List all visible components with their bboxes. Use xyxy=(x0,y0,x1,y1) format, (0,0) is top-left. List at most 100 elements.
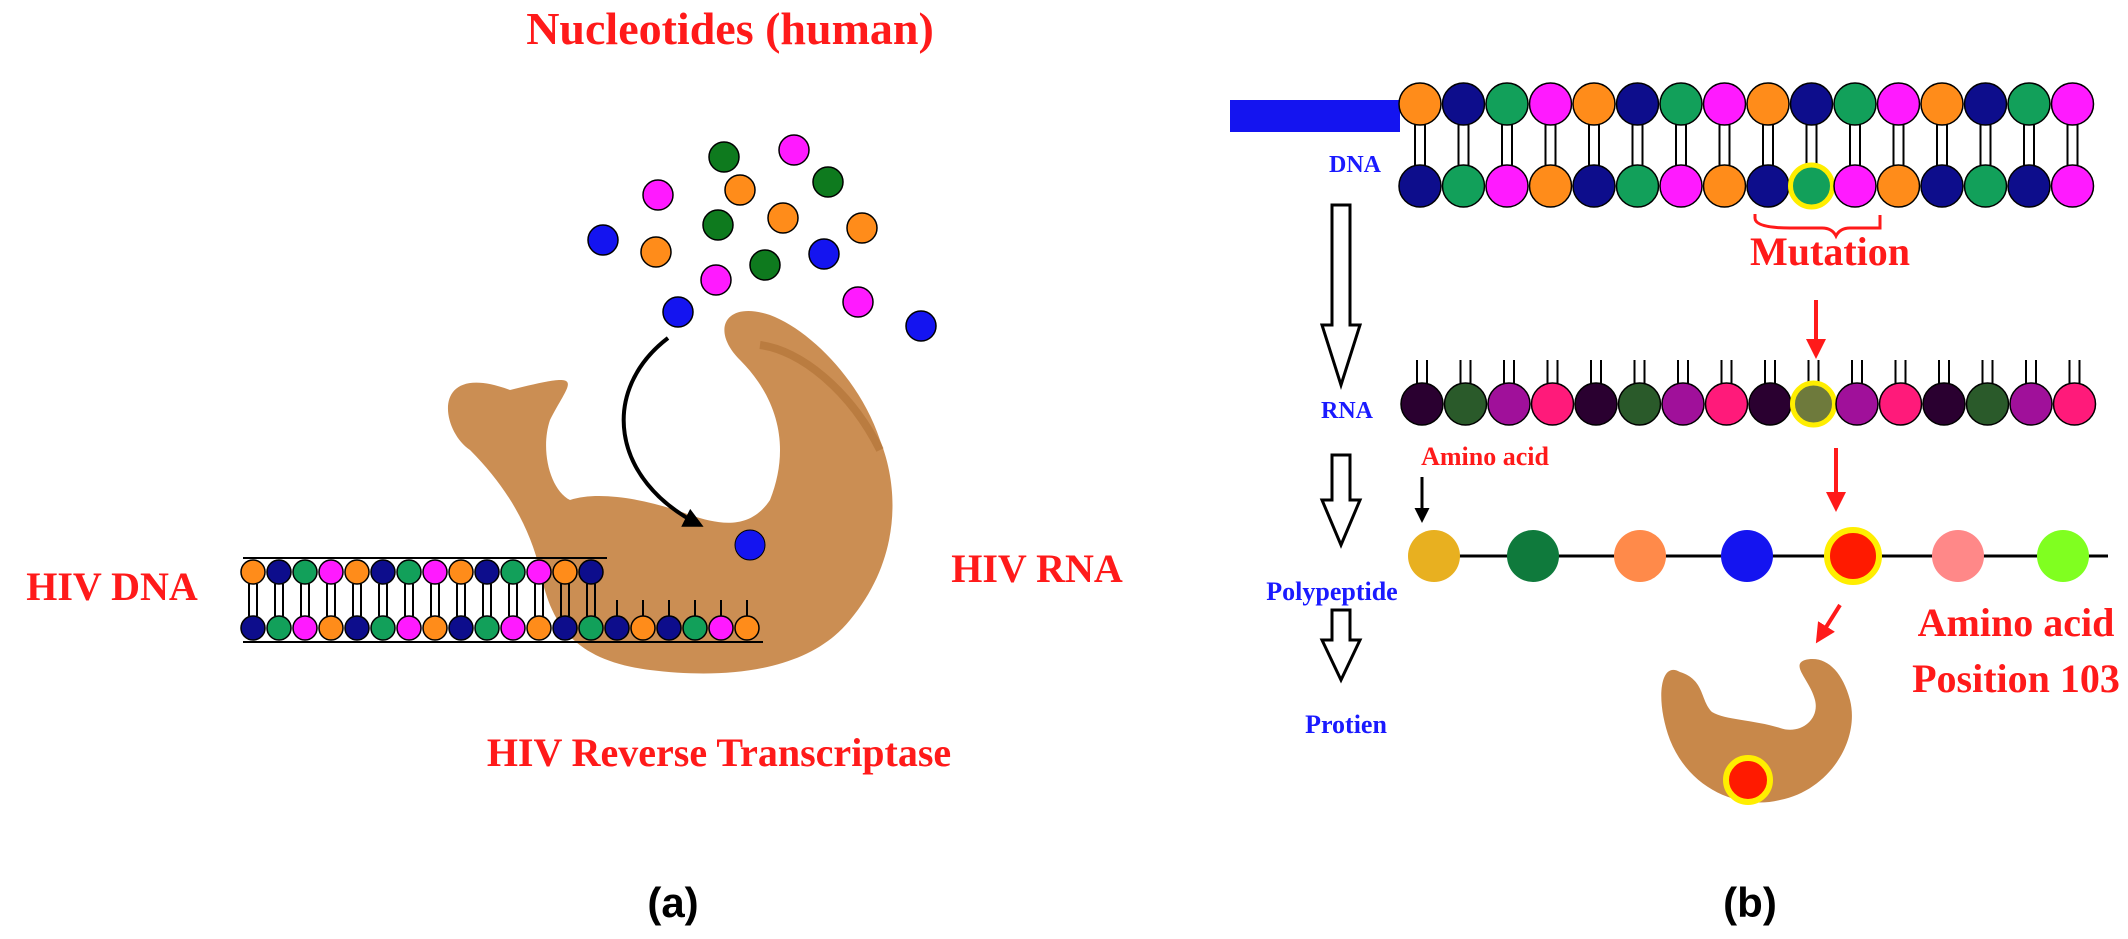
dna-base-top xyxy=(1789,82,1834,126)
free-nucleotide xyxy=(587,224,619,256)
rna-base xyxy=(1574,382,1618,426)
free-nucleotide xyxy=(702,209,734,241)
dna-nucleotide-top xyxy=(370,559,396,585)
dna-base-top xyxy=(1963,82,2008,126)
dna-base-top xyxy=(1702,82,1747,126)
dna-base-top xyxy=(1528,82,1573,126)
amino-acid xyxy=(1614,530,1666,582)
dna-nucleotide-top xyxy=(292,559,318,585)
dna-base-bottom xyxy=(2007,164,2051,208)
rna-base xyxy=(1922,382,1966,426)
dna-base-top xyxy=(1572,82,1616,126)
mutation-label: Mutation xyxy=(1750,229,1910,274)
panel-a: Nucleotides (human) HIV DNA HIV RNA HIV … xyxy=(26,3,1123,926)
free-nucleotide xyxy=(642,179,674,211)
dna-base-bottom xyxy=(1528,164,1573,208)
rna-base xyxy=(2009,382,2053,426)
dna-nucleotide-bottom xyxy=(526,615,552,641)
free-nucleotide xyxy=(767,202,799,234)
rna-base xyxy=(1661,382,1705,426)
rna-base xyxy=(1878,382,1923,426)
dna-nucleotide-top xyxy=(396,559,422,585)
dna-nucleotide-top xyxy=(474,559,500,585)
rna-base xyxy=(2052,382,2097,426)
hiv-dna-duplex xyxy=(240,557,763,643)
dna-nucleotide-top xyxy=(526,559,552,585)
position-label-line1: Amino acid xyxy=(1918,600,2115,645)
protein-label: Protien xyxy=(1305,710,1387,739)
dna-nucleotide-bottom xyxy=(552,615,578,641)
hiv-rna-label: HIV RNA xyxy=(951,546,1123,591)
dna-bar xyxy=(1230,100,1400,132)
dna-nucleotide-top xyxy=(318,559,344,585)
dna-base-top xyxy=(2050,82,2095,126)
mutant-site xyxy=(1723,755,1773,805)
dna-nucleotide-bottom xyxy=(396,615,422,641)
dna-base-top xyxy=(1746,82,1790,126)
dna-base-top xyxy=(1441,82,1486,126)
free-nucleotides xyxy=(587,134,937,342)
amino-acid xyxy=(1507,530,1559,582)
free-nucleotide xyxy=(724,174,756,206)
dna-base-bottom xyxy=(1659,164,1703,208)
free-nucleotide xyxy=(905,310,937,342)
dna-base-bottom xyxy=(1702,164,1747,208)
amino-acid xyxy=(1721,530,1773,582)
dna-nucleotide-top xyxy=(422,559,448,585)
dna-label: DNA xyxy=(1329,152,1382,178)
dna-base-bottom xyxy=(1441,164,1486,208)
amino-acid xyxy=(1408,530,1460,582)
incoming-nucleotide xyxy=(734,529,766,561)
dna-nucleotide-bottom xyxy=(266,615,292,641)
mutated-base xyxy=(1788,162,1835,210)
dna-nucleotide-bottom xyxy=(370,615,396,641)
dna-nucleotide-top xyxy=(578,559,604,585)
aa-to-protein-arrow xyxy=(1815,603,1842,644)
mutant-amino-acid xyxy=(1824,527,1882,585)
free-nucleotide xyxy=(662,296,694,328)
mutation-brace xyxy=(1753,215,1882,240)
enzyme-label: HIV Reverse Transcriptase xyxy=(487,730,951,775)
dna-base-bottom xyxy=(1963,164,2008,208)
free-nucleotide xyxy=(846,212,878,244)
rna-base xyxy=(1400,382,1444,426)
dna-nucleotide-bottom xyxy=(656,615,682,641)
free-nucleotide xyxy=(808,238,840,270)
dna-nucleotide-top xyxy=(552,559,578,585)
dna-base-bottom xyxy=(1485,164,1529,208)
dna-nucleotide-bottom xyxy=(578,615,604,641)
dna-nucleotide-bottom xyxy=(500,615,526,641)
dna-nucleotide-bottom xyxy=(604,615,630,641)
flow-arrows xyxy=(1319,203,1363,684)
dna-base-bottom xyxy=(1572,164,1616,208)
dna-base-top xyxy=(1615,82,1660,126)
free-nucleotide xyxy=(640,236,672,268)
dna-nucleotide-bottom xyxy=(344,615,370,641)
polypeptide-label: Polypeptide xyxy=(1266,577,1397,606)
dna-base-bottom xyxy=(1920,164,1964,208)
rna-base xyxy=(1835,382,1879,426)
dna-nucleotide-top xyxy=(448,559,474,585)
hiv-dna-label: HIV DNA xyxy=(26,564,198,609)
rna-strand xyxy=(1400,360,2097,428)
dna-base-bottom xyxy=(1876,164,1921,208)
dna-base-bottom xyxy=(1615,164,1660,208)
dna-nucleotide-bottom xyxy=(292,615,318,641)
free-nucleotide xyxy=(708,141,740,173)
dna-base-top xyxy=(1920,82,1964,126)
dna-nucleotide-top xyxy=(266,559,292,585)
amino-acid xyxy=(1932,530,1984,582)
free-nucleotide xyxy=(749,249,781,281)
dna-nucleotide-bottom xyxy=(240,615,266,641)
nucleotides-title: Nucleotides (human) xyxy=(526,3,934,54)
dna-nucleotide-top xyxy=(500,559,526,585)
dna-nucleotide-bottom xyxy=(448,615,474,641)
amino-acid-chain xyxy=(1408,527,2089,585)
position-label-line2: Position 103 xyxy=(1912,656,2120,701)
dna-nucleotide-bottom xyxy=(734,615,760,641)
dna-duplex xyxy=(1398,82,2095,210)
dna-nucleotide-bottom xyxy=(630,615,656,641)
dna-nucleotide-bottom xyxy=(474,615,500,641)
dna-nucleotide-bottom xyxy=(318,615,344,641)
rna-base xyxy=(1530,382,1575,426)
